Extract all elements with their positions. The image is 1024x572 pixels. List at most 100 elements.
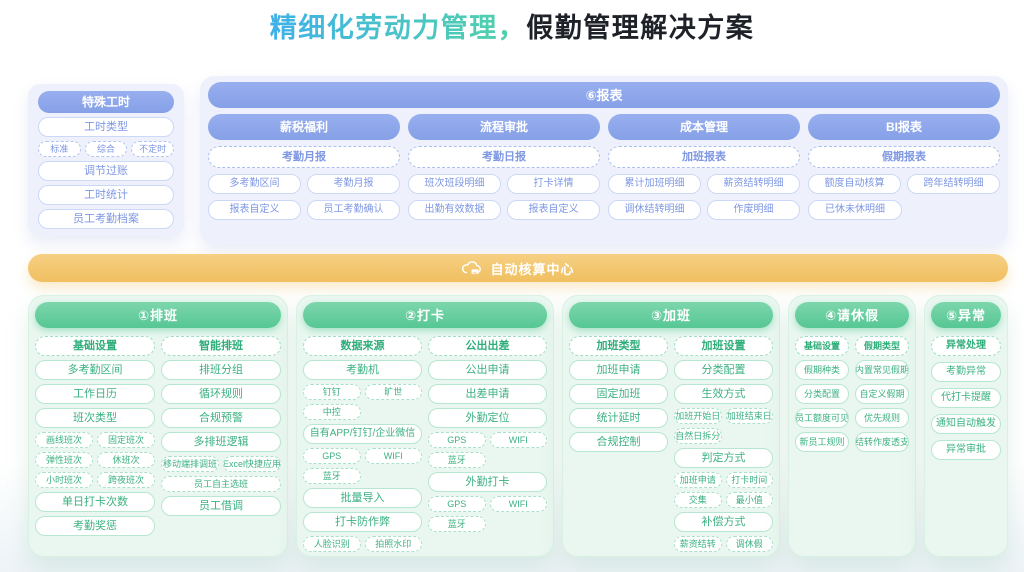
feature-pill: Excel快捷应用 [223,456,281,472]
column-subheader: 假期报表 [808,146,1000,168]
feature-pill: 内置常见假期 [855,360,909,380]
feature-pill: WIFI [364,448,422,464]
feature-pill: 员工额度可见 [795,408,849,428]
feature-pill: 单日打卡次数 [35,492,155,512]
feature-pill: 新员工规则 [795,432,849,452]
feature-pill: 报表自定义 [507,200,600,220]
panel-header: ①排班 [35,302,281,328]
column-header: 智能排班 [161,336,281,356]
panel-header: ⑤异常 [931,302,1001,328]
feature-pill: 合规预警 [161,408,281,428]
column-header: 成本管理 [608,114,800,140]
column-header: 薪税福利 [208,114,400,140]
column-leave-basic: 基础设置 假期种类 分类配置 员工额度可见 新员工规则 [795,336,849,452]
feature-pill: 考勤奖惩 [35,516,155,536]
feature-pill: 调节过账 [38,161,174,181]
feature-pill: 统计延时 [569,408,668,428]
feature-pill: 钉钉 [303,384,361,400]
feature-pill: 生效方式 [674,384,773,404]
column-header: 流程审批 [408,114,600,140]
title-rest: 假勤管理解决方案 [526,13,755,43]
column-header: 基础设置 [795,336,849,356]
hour-type-tags: 标准 综合 不定时 [38,141,175,157]
column-header: 假期类型 [855,336,909,356]
special-hours-panel: 特殊工时 工时类型 标准 综合 不定时 调节过账 工时统计 员工考勤档案 [28,84,184,236]
feature-pill: 员工借调 [161,496,281,516]
panel-header: ②打卡 [303,302,547,328]
feature-pill: 加班申请 [569,360,668,380]
auto-calc-label: 自动核算中心 [490,261,575,277]
panel-anomaly: ⑤异常 异常处理 考勤异常 代打卡提醒 通知自动触发 异常审批 [924,295,1008,557]
column-smart-scheduling: 智能排班 排班分组 循环规则 合规预警 多排班逻辑 移动端排调班 Excel快捷… [161,336,281,536]
feature-pill: 额度自动核算 [808,174,901,194]
column-header: 数据来源 [303,336,422,356]
feature-pill: 打卡时间 [725,472,773,488]
feature-pill: 班次类型 [35,408,155,428]
feature-pill: 交集 [674,492,722,508]
feature-pill: 判定方式 [674,448,773,468]
column-header: 异常处理 [931,336,1001,356]
panel-header: ③加班 [569,302,773,328]
feature-pill: 人脸识别 [303,536,361,552]
column-basic-settings: 基础设置 多考勤区间 工作日历 班次类型 画线班次 固定班次 弹性班次 休班次 … [35,336,155,536]
feature-pill: 打卡详情 [507,174,600,194]
feature-pill: 员工自主选班 [161,476,281,492]
feature-pill: 休班次 [97,452,155,468]
column-header: BI报表 [808,114,1000,140]
feature-pill: 异常审批 [931,440,1001,460]
feature-pill: 自然日拆分 [674,428,722,444]
feature-pill: 班次班段明细 [408,174,501,194]
tag-pill: 综合 [84,141,128,157]
panel-leave: ④请休假 基础设置 假期种类 分类配置 员工额度可见 新员工规则 假期类型 内置… [788,295,916,557]
feature-pill: 弹性班次 [35,452,93,468]
report-panel: ⑥报表 薪税福利 考勤月报 多考勤区间 考勤月报 报表自定义 员工考勤确认 流程… [200,76,1008,244]
panel-scheduling: ①排班 基础设置 多考勤区间 工作日历 班次类型 画线班次 固定班次 弹性班次 … [28,295,288,557]
tag-pill: 标准 [38,141,81,157]
feature-pill: 循环规则 [161,384,281,404]
feature-pill: 拍照水印 [364,536,422,552]
feature-pill: 批量导入 [303,488,422,508]
feature-pill: 小时班次 [35,472,93,488]
feature-pill: 调休假 [725,536,773,552]
feature-pill: 中控 [303,404,361,420]
feature-pill: 通知自动触发 [931,414,1001,434]
feature-pill: 移动端排调班 [161,456,219,472]
feature-pill: WIFI [489,496,547,512]
column-subheader: 考勤日报 [408,146,600,168]
feature-pill: 多考勤区间 [208,174,301,194]
panel-clock-in: ②打卡 数据来源 考勤机 钉钉 旷世 中控 自有APP/钉钉/企业微信 GPS … [296,295,554,557]
feature-pill: WIFI [489,432,547,448]
feature-pill: 工时统计 [38,185,174,205]
report-column-payroll: 薪税福利 考勤月报 多考勤区间 考勤月报 报表自定义 员工考勤确认 [208,114,400,220]
feature-pill: 打卡防作弊 [303,512,422,532]
feature-pill: 旷世 [364,384,422,400]
column-header: 加班设置 [674,336,773,356]
report-column-approval: 流程审批 考勤日报 班次班段明细 打卡详情 出勤有效数据 报表自定义 [408,114,600,220]
feature-pill: GPS [428,496,486,512]
spacer [908,200,1000,220]
column-overtime-type: 加班类型 加班申请 固定加班 统计延时 合规控制 [569,336,668,552]
cloud-upload-icon [462,261,482,275]
feature-pill: 外勤定位 [428,408,547,428]
feature-pill: 排班分组 [161,360,281,380]
feature-pill: 加班结束日 [725,408,773,424]
feature-pill: 加班开始日 [674,408,722,424]
feature-pill: 工作日历 [35,384,155,404]
feature-pill: 固定班次 [97,432,155,448]
feature-pill: 合规控制 [569,432,668,452]
column-header: 加班类型 [569,336,668,356]
report-column-bi: BI报表 假期报表 额度自动核算 跨年结转明细 已休未休明细 [808,114,1000,220]
feature-pill: 分类配置 [674,360,773,380]
feature-pill: 加班申请 [674,472,722,488]
special-hours-header: 特殊工时 [38,91,174,113]
feature-pill: 员工考勤档案 [38,209,174,229]
feature-pill: 薪资结转 [674,536,722,552]
panel-overtime: ③加班 加班类型 加班申请 固定加班 统计延时 合规控制 加班设置 分类配置 生… [562,295,780,557]
column-header: 基础设置 [35,336,155,356]
feature-pill: 调休结转明细 [608,200,701,220]
feature-pill: 薪资结转明细 [707,174,800,194]
feature-pill: 员工考勤确认 [307,200,400,220]
feature-pill: 考勤月报 [307,174,400,194]
feature-pill: 报表自定义 [208,200,301,220]
